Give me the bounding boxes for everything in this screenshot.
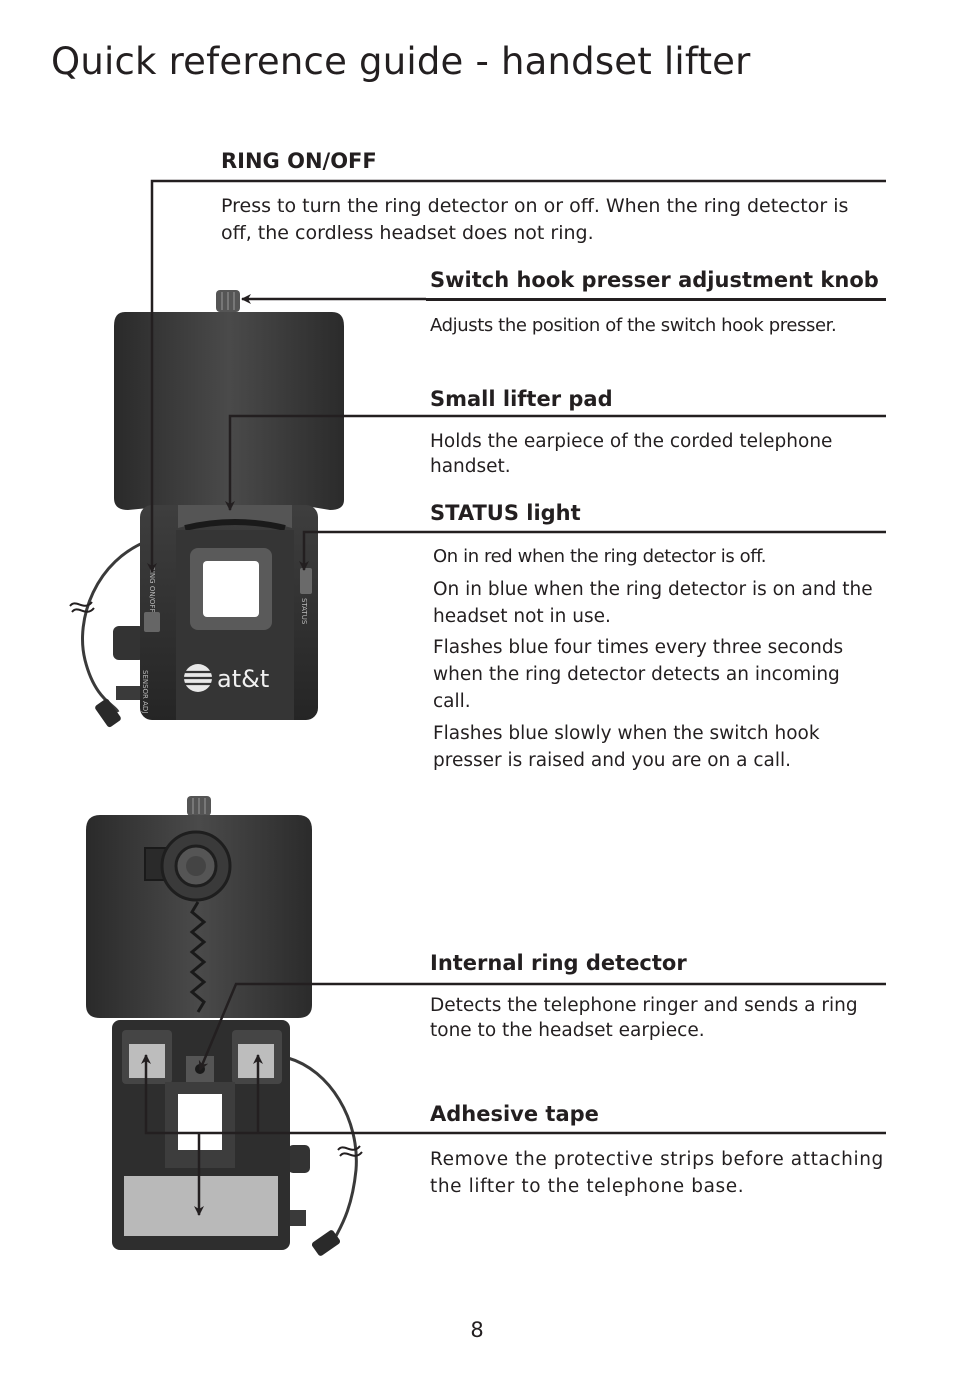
page-number: 8 xyxy=(470,1318,484,1342)
callout-title-knob: Switch hook presser adjustment knob xyxy=(430,268,879,292)
callout-text-status-2: On in blue when the ring detector is on … xyxy=(433,579,873,627)
callout-text-status-1: On in red when the ring detector is off. xyxy=(433,546,767,567)
callout-title-detector: Internal ring detector xyxy=(430,951,687,975)
callout-text-knob: Adjusts the position of the switch hook … xyxy=(430,315,837,336)
device-label-status: STATUS xyxy=(300,598,308,625)
rule-knob xyxy=(426,298,886,301)
callout-title-status: STATUS light xyxy=(430,501,581,525)
headset-cord-bottom xyxy=(287,1056,358,1239)
device-brand-logo-text: at&t xyxy=(217,665,269,693)
lifter-back-view xyxy=(86,796,363,1256)
callout-text-ring: Press to turn the ring detector on or of… xyxy=(221,195,849,244)
adhesive-tape-right xyxy=(238,1044,274,1078)
page-title: Quick reference guide - handset lifter xyxy=(51,40,751,83)
side-adjust-knob-top xyxy=(113,626,145,660)
callout-title-ring: RING ON/OFF xyxy=(221,149,377,173)
status-light xyxy=(300,568,312,594)
callout-title-pad: Small lifter pad xyxy=(430,387,613,411)
leader-tape xyxy=(141,1054,886,1135)
att-logo-icon xyxy=(184,664,212,692)
leader-ring xyxy=(147,179,886,573)
device-label-ring: RING ON/OFF xyxy=(148,566,156,612)
leader-status xyxy=(299,530,886,571)
callout-text-tape: Remove the protective strips before atta… xyxy=(430,1149,884,1197)
leader-detector xyxy=(198,982,886,1071)
callout-leader-lines xyxy=(141,179,886,1216)
ring-on-off-button xyxy=(144,612,160,632)
callout-text-pad: Holds the earpiece of the corded telepho… xyxy=(430,431,833,477)
callout-text-status-4: Flashes blue slowly when the switch hook… xyxy=(433,723,820,771)
callout-title-tape: Adhesive tape xyxy=(430,1102,599,1126)
leader-pad xyxy=(225,414,886,511)
lifter-front-view: RING ON/OFF STATUS SENSOR ADJ at&t xyxy=(69,290,344,728)
device-label-jack: SENSOR ADJ xyxy=(141,670,149,713)
small-lifter-pad xyxy=(178,505,292,528)
adhesive-tape-bottom xyxy=(124,1176,278,1236)
callout-text-status-3: Flashes blue four times every three seco… xyxy=(433,637,844,712)
callout-text-detector: Detects the telephone ringer and sends a… xyxy=(430,995,858,1041)
